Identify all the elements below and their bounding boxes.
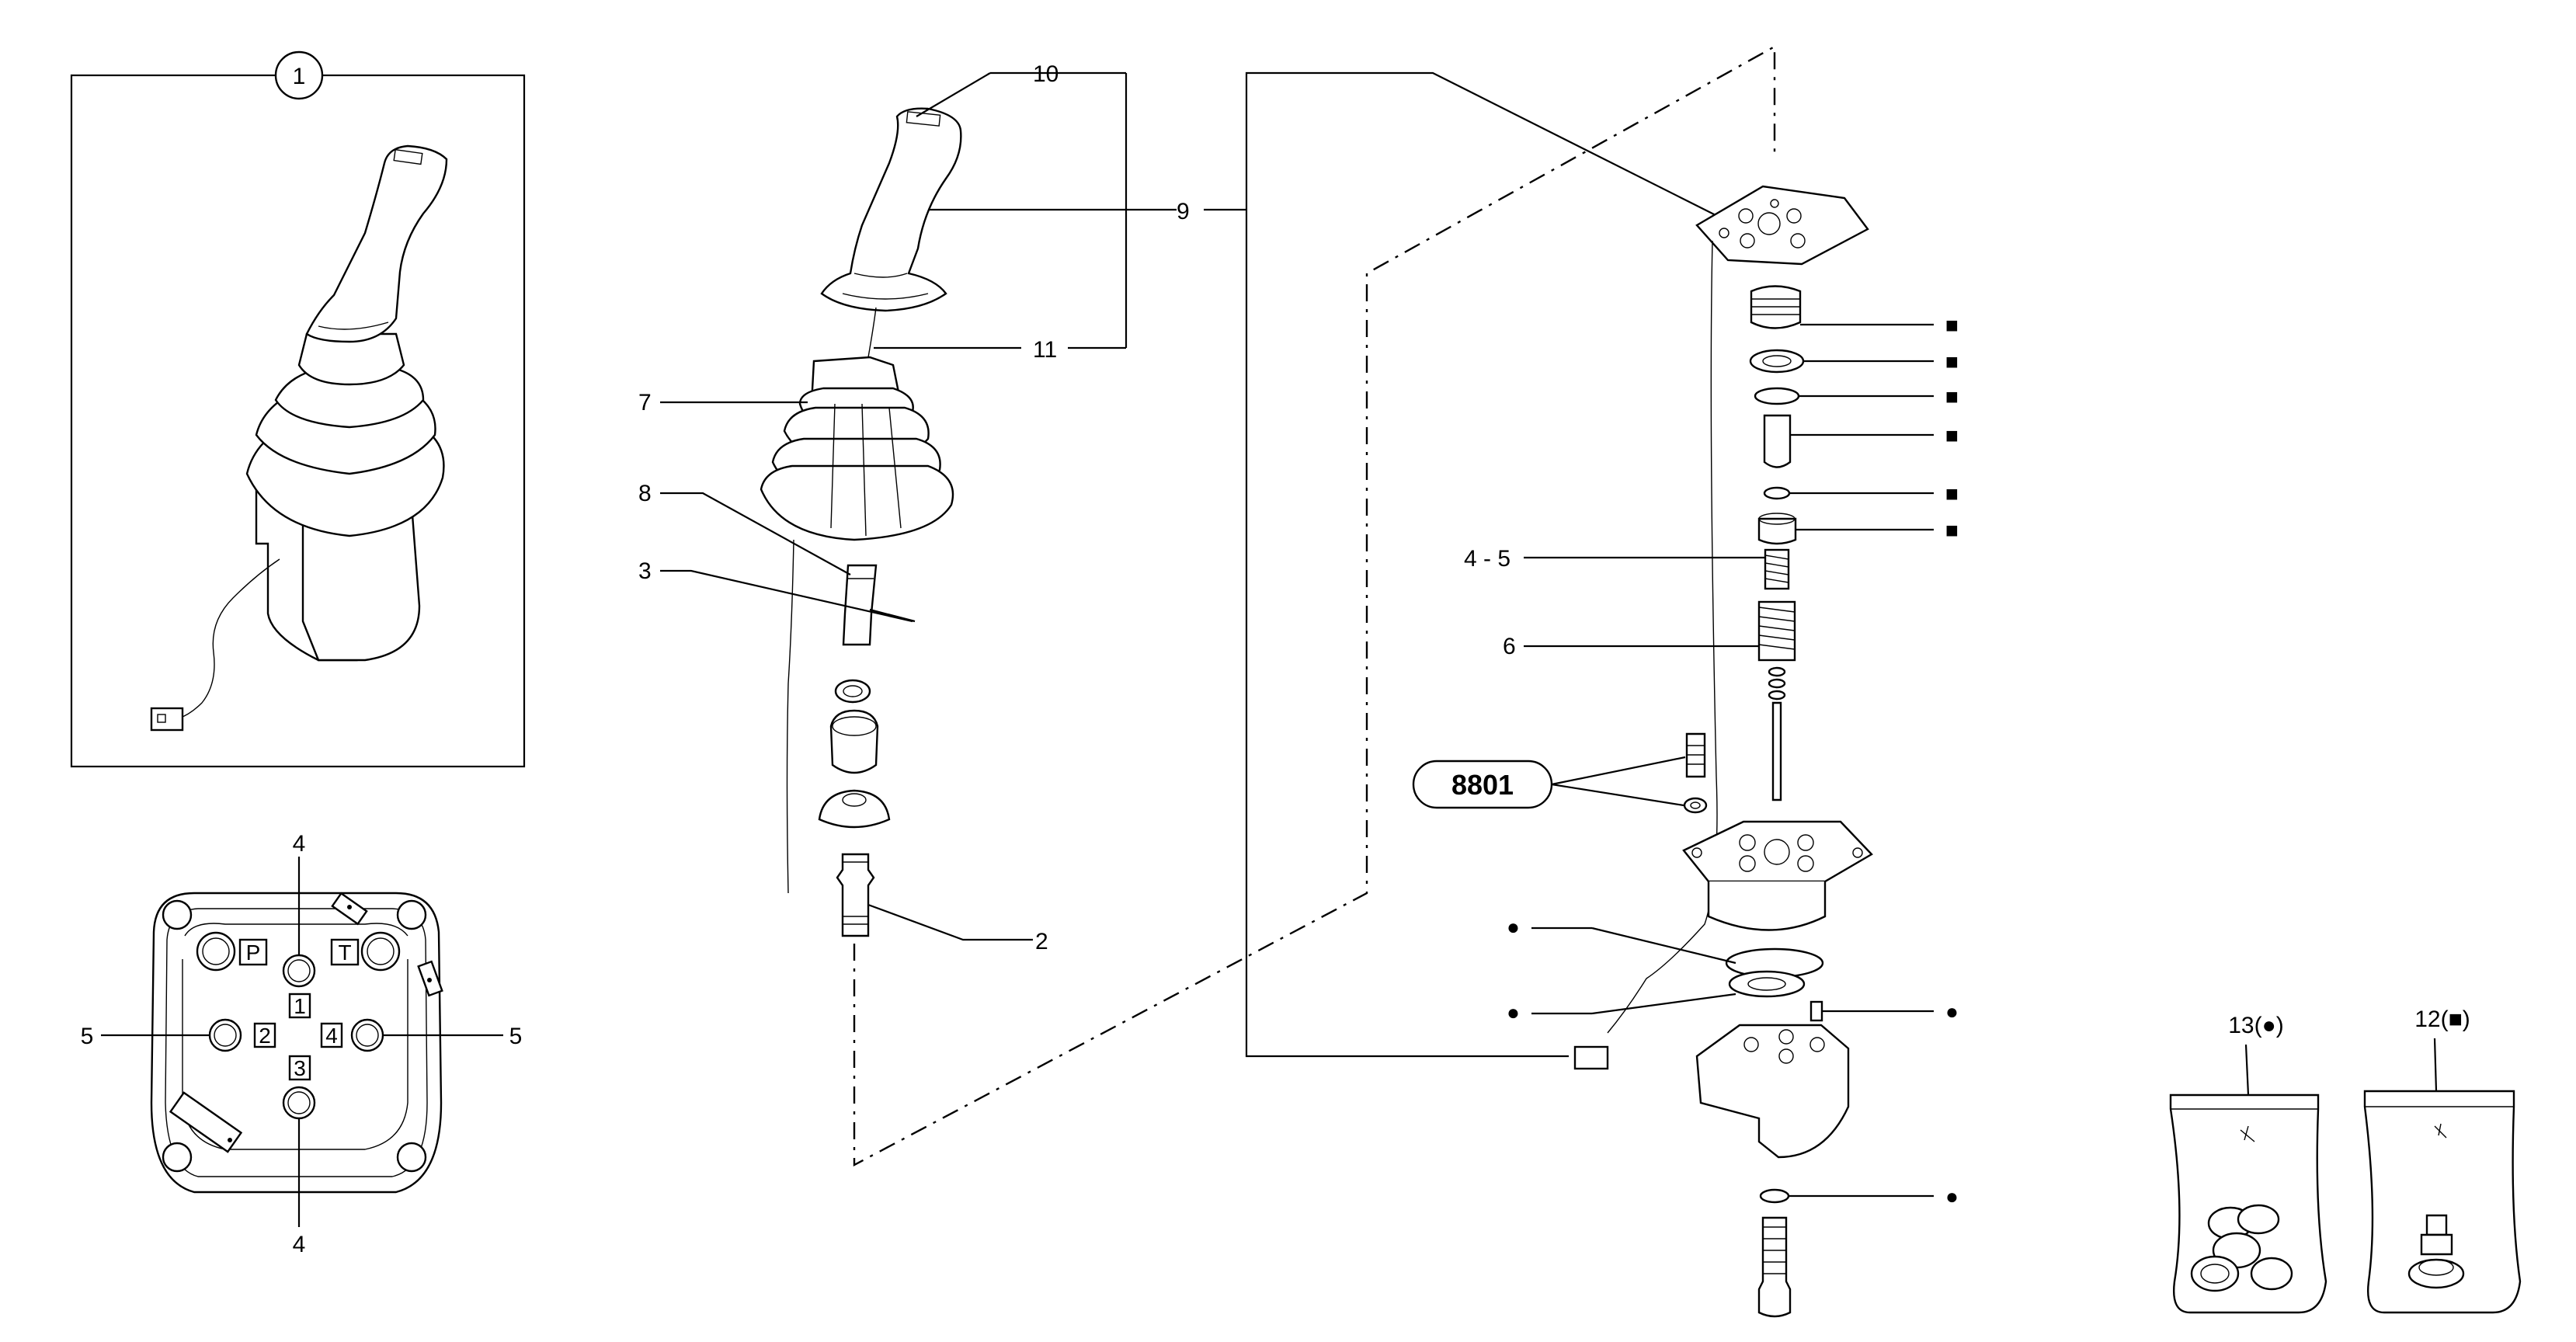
reference-8801: 8801 [1451, 769, 1514, 801]
assembly-callout: 1 [293, 64, 306, 89]
kit-bag-13: 13(●) [2169, 1013, 2327, 1314]
square-marker-1: ■ [1945, 313, 1959, 337]
dot-marker-2: ● [1507, 1000, 1520, 1024]
dot-marker-4: ● [1945, 1184, 1959, 1208]
assembly-box: 1 [70, 50, 526, 768]
square-marker-6: ■ [1945, 518, 1959, 542]
port-number-1: 1 [294, 994, 306, 1018]
callout-3: 3 [638, 558, 652, 584]
port-label-t: T [338, 940, 351, 965]
port-plate-label-left-5: 5 [81, 1024, 94, 1049]
port-number-3: 3 [294, 1056, 306, 1080]
callout-11: 11 [1033, 337, 1057, 363]
port-label-p: P [246, 940, 261, 965]
port-plate-label-right-5: 5 [509, 1024, 523, 1049]
callout-7: 7 [638, 390, 652, 415]
square-marker-4: ■ [1945, 423, 1959, 447]
right-callouts: ■ ■ ■ ■ ■ ■ 4 - 5 6 8801 ● ● ● ● [1412, 313, 1959, 1208]
callout-8: 8 [638, 481, 652, 506]
callout-4-5: 4 - 5 [1464, 546, 1510, 572]
square-marker-3: ■ [1945, 384, 1959, 409]
handle-exploded-view [760, 107, 962, 937]
valve-exploded-view [1573, 185, 1873, 1318]
callout-10: 10 [1033, 61, 1059, 87]
joystick-assembly-illustration [150, 144, 448, 732]
dot-marker-1: ● [1507, 915, 1520, 939]
port-plate-view: P T 1 2 3 4 4 4 5 5 [81, 831, 523, 1257]
kit-bag-12: 12(■) [2363, 1006, 2522, 1314]
square-marker-5: ■ [1945, 482, 1959, 506]
port-number-2: 2 [259, 1024, 271, 1048]
callout-2: 2 [1035, 929, 1048, 954]
port-plate-label-top-4: 4 [293, 831, 306, 857]
port-number-4: 4 [325, 1024, 338, 1048]
assembly-dash-lines [853, 44, 1776, 1166]
callout-12: 12(■) [2414, 1006, 2470, 1032]
dot-marker-3: ● [1945, 1000, 1959, 1024]
callout-13: 13(●) [2228, 1013, 2283, 1038]
callout-9: 9 [1177, 199, 1190, 224]
port-plate-label-bottom-4: 4 [293, 1232, 306, 1257]
square-marker-2: ■ [1945, 349, 1959, 374]
middle-callouts: 10 9 11 7 8 3 2 [638, 61, 1246, 954]
callout-6: 6 [1503, 634, 1516, 659]
